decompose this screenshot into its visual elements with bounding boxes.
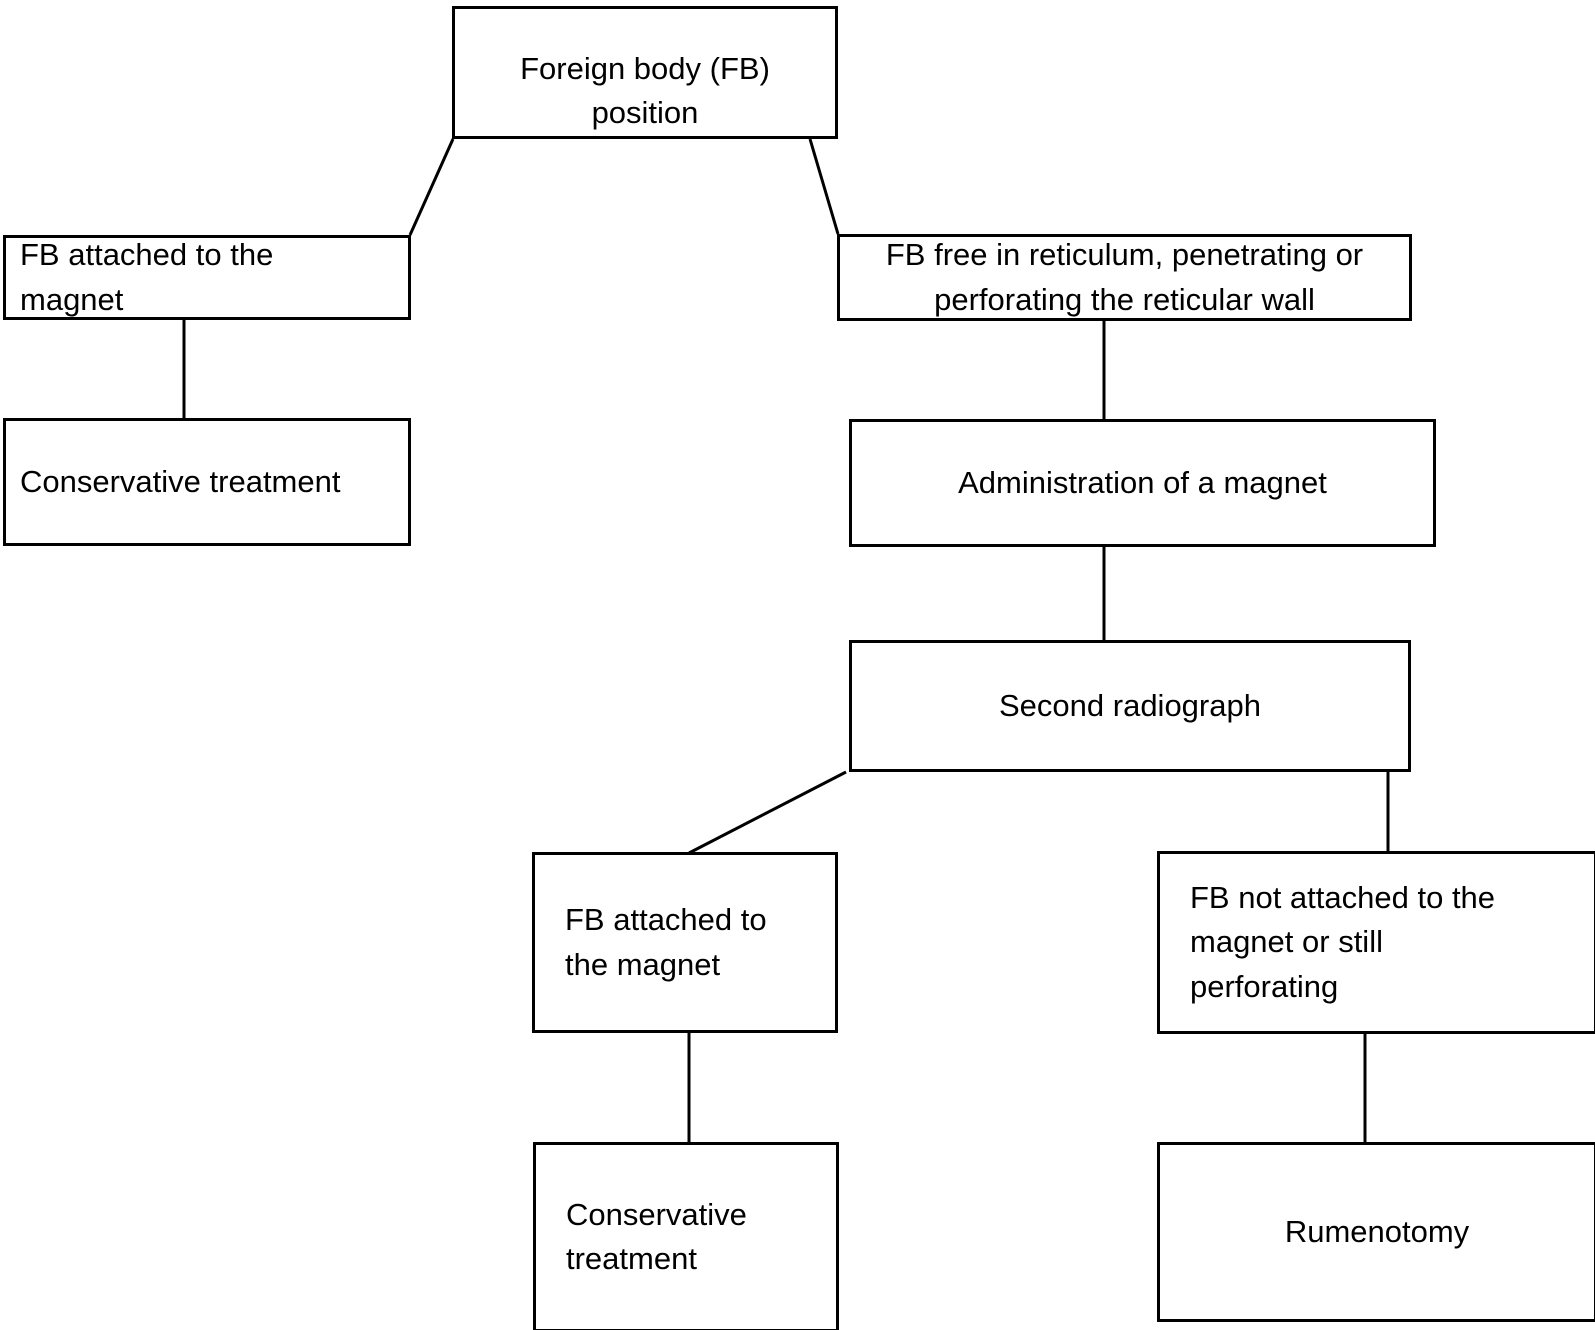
node-label-fb-not-attached: FB not attached to the magnet or still p… — [1190, 880, 1496, 1004]
connector-edge-position-to-free — [808, 138, 840, 235]
node-label-fb-free-reticulum: FB free in reticulum, penetrating or per… — [885, 237, 1364, 317]
node-administration-magnet: Administration of a magnet — [849, 419, 1436, 547]
node-label-fb-position: Foreign body (FB) position — [520, 51, 770, 131]
node-conservative-treatment-left: Conservative treatment — [3, 418, 411, 546]
node-conservative-treatment-bottom: Conservative treatment — [533, 1142, 839, 1330]
node-fb-free-reticulum: FB free in reticulum, penetrating or per… — [837, 234, 1412, 321]
connector-edge-radiograph-to-attached — [688, 770, 847, 855]
node-fb-not-attached: FB not attached to the magnet or still p… — [1157, 851, 1595, 1034]
node-fb-position: Foreign body (FB) position — [452, 6, 838, 139]
node-fb-attached-magnet-bottom: FB attached to the magnet — [532, 852, 838, 1033]
node-label-fb-attached-magnet-top: FB attached to the magnet — [20, 237, 274, 317]
node-label-conservative-treatment-bottom: Conservative treatment — [566, 1196, 747, 1276]
node-second-radiograph: Second radiograph — [849, 640, 1411, 772]
node-fb-attached-magnet-top: FB attached to the magnet — [3, 235, 411, 320]
connector-edge-position-to-attached — [408, 138, 455, 236]
node-label-conservative-treatment-left: Conservative treatment — [20, 463, 341, 499]
node-label-second-radiograph: Second radiograph — [999, 687, 1261, 723]
node-label-fb-attached-magnet-bottom: FB attached to the magnet — [565, 902, 767, 982]
node-label-rumenotomy: Rumenotomy — [1284, 1213, 1470, 1249]
node-label-administration-magnet: Administration of a magnet — [958, 464, 1327, 500]
node-rumenotomy: Rumenotomy — [1157, 1142, 1595, 1322]
